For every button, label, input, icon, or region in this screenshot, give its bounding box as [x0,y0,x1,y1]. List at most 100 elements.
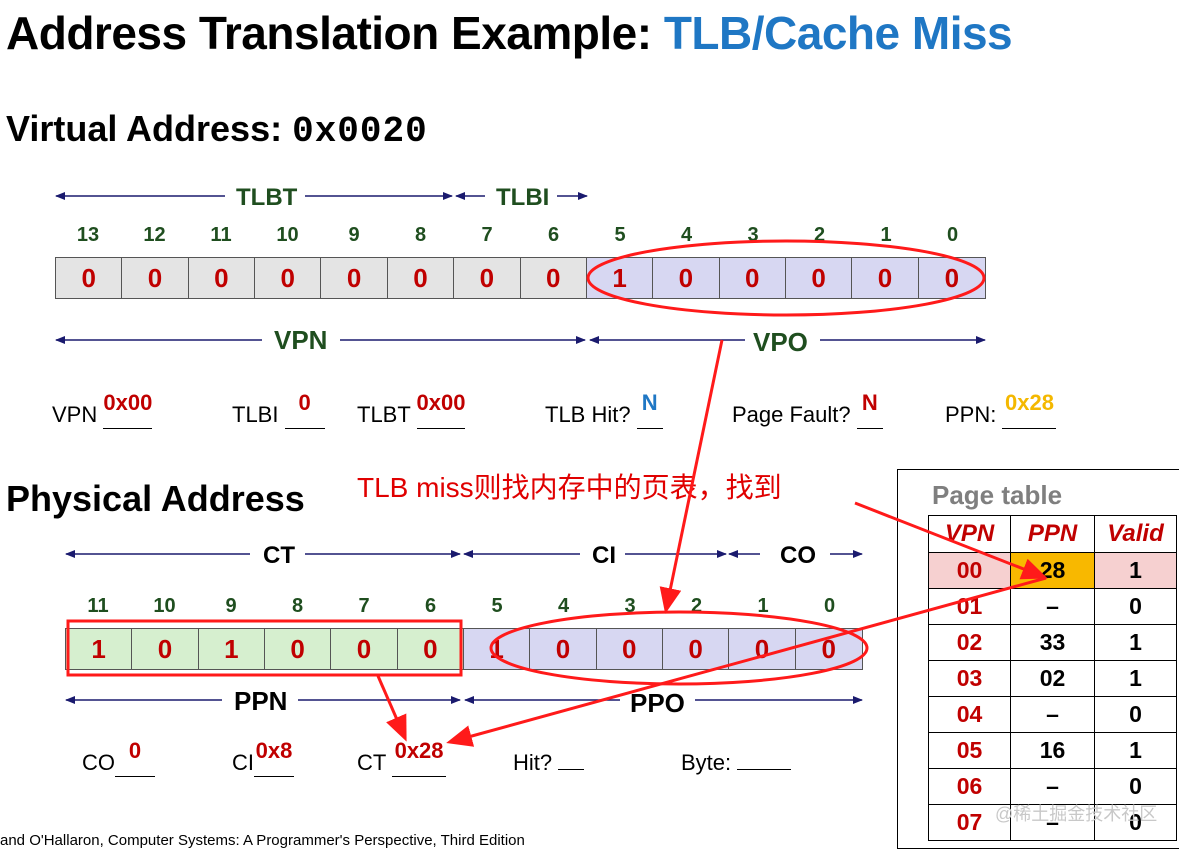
page-fault-field: Page Fault? N [732,390,883,429]
page-table-title: Page table [932,480,1063,510]
ppn-span-label: PPN [226,686,296,717]
ct-field: CT 0x28 [357,738,447,777]
virtual-bit-index: 7 [481,224,493,246]
ppn-bits-to-ct-arrow [376,675,407,742]
ci-field-label: CI [232,750,254,775]
vpo-to-ppo-arrow [659,339,724,614]
ppn-field-label: PPN: [945,402,997,427]
physical-bit-index: 10 [153,595,176,617]
vpn-answer-value: 0x00 [103,390,153,415]
physical-bit-index: 11 [87,595,109,617]
hit-field-label: Hit? [513,750,553,775]
virtual-bit-cell: 0 [188,258,256,298]
tlb-hit-field: TLB Hit? N [545,390,663,429]
vpn-label: VPN [266,325,336,356]
tlb-hit-field-label: TLB Hit? [545,402,631,427]
virtual-bit-cell: 0 [653,258,720,298]
ct-label: CT [255,542,303,570]
physical-bit-cell: 0 [596,629,663,669]
physical-bit-index: 3 [624,595,636,617]
hit-answer [558,769,585,770]
virtual-bit-index: 12 [143,224,166,246]
note-to-page-table-arrow [854,501,1048,580]
page-table-header-vpn: VPN [928,515,1011,553]
page-table-row: 07–0 [928,804,1177,841]
vpo-label: VPO [745,327,816,358]
virtual-bit-index: 10 [276,224,299,246]
virtual-bit-cell: 0 [255,258,322,298]
virtual-bit-cell: 0 [321,258,388,298]
title-prefix: Address Translation Example: [6,7,664,59]
physical-bit-cell: 0 [530,629,597,669]
virtual-bit-index: 13 [76,224,100,246]
virtual-bit-cell: 0 [56,258,123,298]
physical-bit-cell: 0 [331,629,398,669]
tlbt-field-label: TLBT [357,402,411,427]
physical-bit-index: 1 [757,595,769,617]
virtual-bit-index: 2 [813,224,826,246]
physical-bit-cell: 1 [463,629,531,669]
vpn-field: VPN 0x00 [52,390,153,429]
virtual-bit-cell: 0 [454,258,521,298]
co-field-label: CO [82,750,115,775]
virtual-address-value: 0x0020 [292,111,428,152]
tlbt-field: TLBT 0x00 [357,390,466,429]
tlbt-answer: 0x00 [416,390,466,429]
page-table-cell-valid: 1 [1094,660,1177,697]
virtual-bit-index: 5 [614,224,626,246]
co-field: CO 0 [82,738,155,777]
virtual-bit-index: 8 [414,224,427,246]
slide-title: Address Translation Example: TLB/Cache M… [6,6,1013,60]
co-answer: 0 [115,738,155,777]
ci-label: CI [584,542,624,570]
physical-bit-index: 2 [690,595,703,617]
co-label: CO [772,542,824,570]
page-fault-answer: N [856,390,883,429]
physical-bit-index: 0 [823,595,836,617]
co-answer-value: 0 [128,738,142,763]
virtual-bit-cell: 0 [122,258,189,298]
virtual-bit-index: 4 [680,224,693,246]
ct-answer: 0x28 [392,738,447,777]
physical-bit-index: 5 [491,595,503,617]
physical-bit-index: 8 [291,595,304,617]
vpn-field-label: VPN [52,402,98,427]
ci-answer-value: 0x8 [255,738,293,763]
virtual-bit-cell: 0 [520,258,587,298]
page-table-cell-ppn: – [1010,804,1095,841]
page-table-cell-valid: 1 [1094,552,1177,589]
watermark: @稀土掘金技术社区 [995,804,1158,824]
physical-bit-index: 6 [424,595,437,617]
tlbi-field: TLBI 0 [232,390,325,429]
ppo-ellipse [489,610,869,686]
ppn-answer: 0x28 [1002,390,1057,429]
physical-bit-index: 7 [358,595,370,617]
tlb-hit-answer-value: N [641,390,658,415]
page-fault-field-label: Page Fault? [732,402,851,427]
hit-field: Hit? [513,750,585,776]
physical-bit-cell: 0 [662,629,730,669]
page-table-cell-vpn: 07 [928,804,1011,841]
tlbi-field-label: TLBI [232,402,279,427]
virtual-bit-index: 0 [946,224,959,246]
vpn-answer: 0x00 [103,390,153,429]
virtual-bit-cell: 0 [852,258,919,298]
page-table-row: 04–0 [928,696,1177,733]
physical-bit-cell: 1 [66,629,133,669]
ct-field-label: CT [357,750,386,775]
page-table-cell-valid: 1 [1094,732,1177,769]
ct-answer-value: 0x28 [394,738,444,763]
page-table-cell-vpn: 04 [928,696,1011,733]
physical-bit-cell: 0 [397,629,464,669]
ppn-bits-box [66,619,463,677]
citation-footer: and O'Hallaron, Computer Systems: A Prog… [0,832,525,849]
tlbi-answer-value: 0 [298,390,311,415]
tlb-hit-answer: N [636,390,663,429]
page-table-cell-vpn: 02 [928,624,1011,661]
tlbt-answer-value: 0x00 [416,390,466,415]
ppn-entry-to-ct-arrow [446,576,1047,747]
